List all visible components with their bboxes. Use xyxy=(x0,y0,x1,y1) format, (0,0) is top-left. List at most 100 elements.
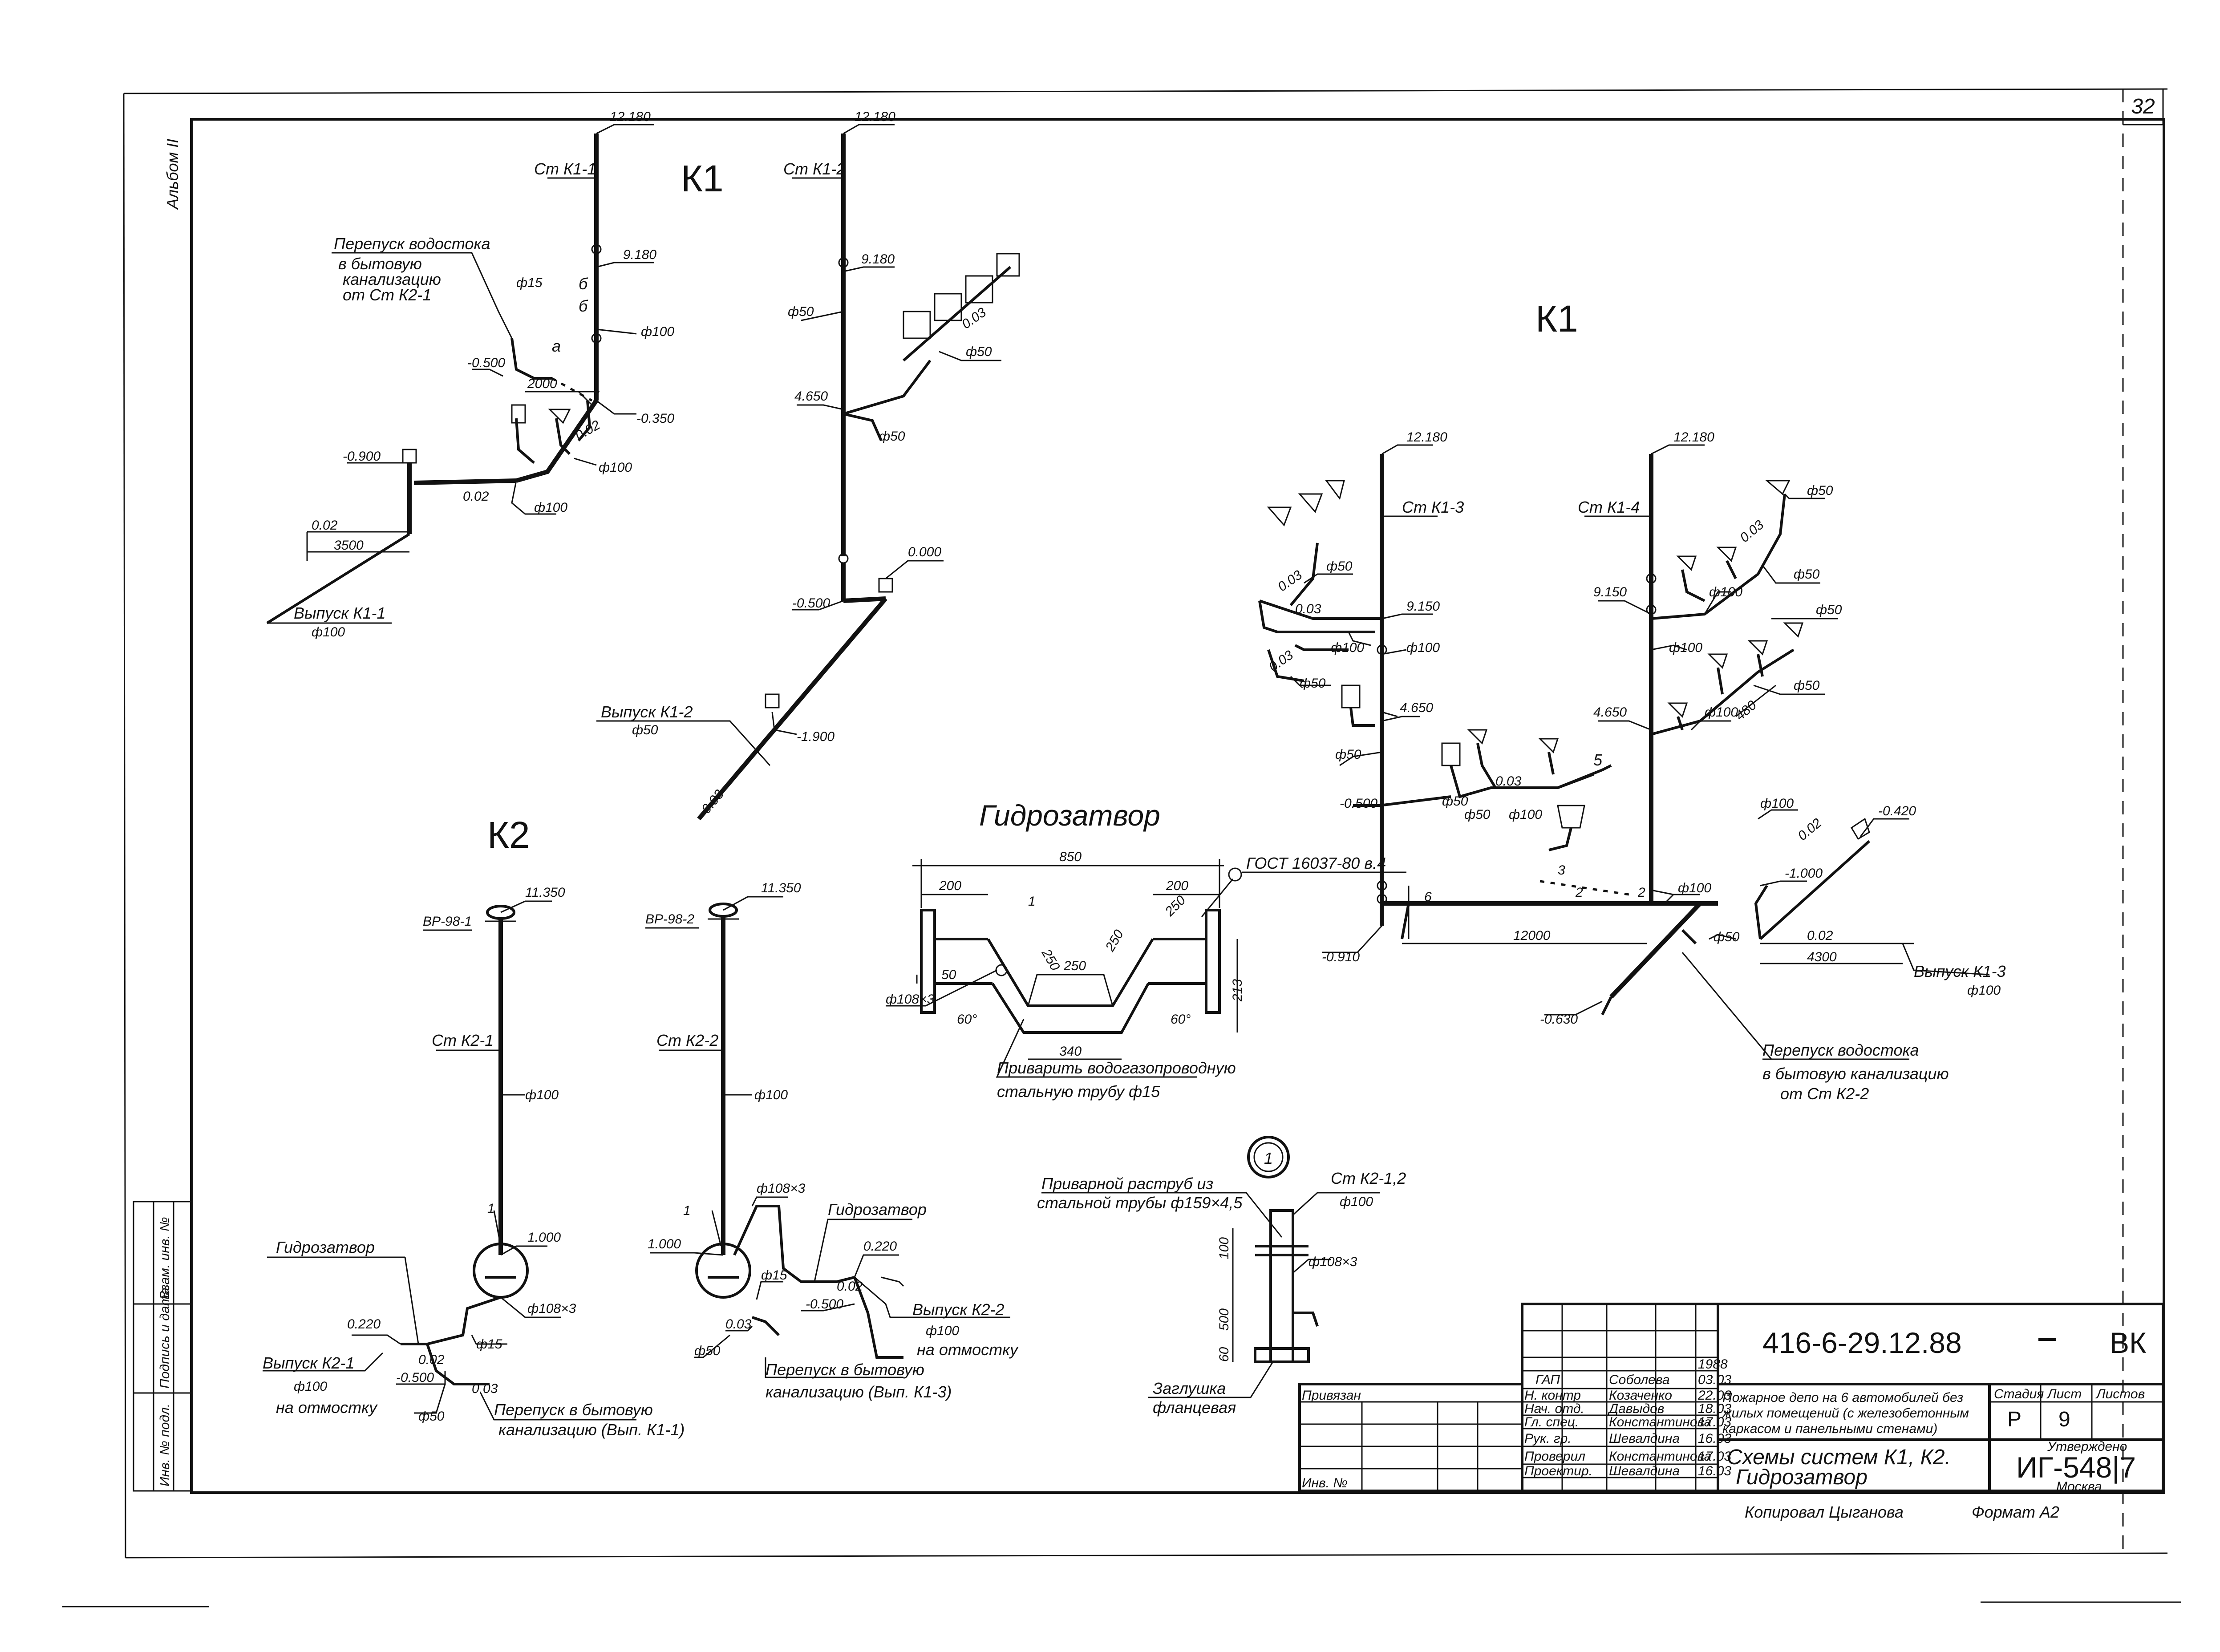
k2-1-funnel-label: ВР-98-1 xyxy=(423,914,472,929)
k1-1-riser-label: Ст К1-1 xyxy=(534,160,596,178)
k1-3-mark-5: 5 xyxy=(1593,751,1603,769)
k2-2-outlet-l3: на отмостку xyxy=(917,1340,1019,1359)
k1-1-d100: ф100 xyxy=(641,324,674,339)
k1-4-d50-10: ф50 xyxy=(1714,930,1740,944)
k2-1-riser-label: Ст К2-1 xyxy=(432,1031,494,1049)
hydroseal-dim-850: 850 xyxy=(1059,850,1082,864)
k1-3-d100-1: ф100 xyxy=(1331,640,1364,655)
tb-year: 1988 xyxy=(1698,1357,1728,1372)
k1-3-d50-2: ф50 xyxy=(1300,676,1326,691)
k2-2-bypass-l2: канализацию (Вып. К1-3) xyxy=(766,1383,952,1401)
detail-1-weld-l2: стальной трубы ф159×4,5 xyxy=(1037,1194,1243,1212)
k2-2-d50: ф50 xyxy=(694,1344,721,1358)
k1-4-bypass-l1: в бытовую канализацию xyxy=(1762,1065,1949,1083)
k2-1-outlet-l3: на отмостку xyxy=(276,1398,378,1417)
title-block: Привязан Инв. № 1988 ГАП Соболева 03.03 … xyxy=(1298,1303,2164,1521)
tb-role: Нач. отд. xyxy=(1524,1401,1584,1416)
k1-4-d100-7: ф100 xyxy=(1678,881,1711,895)
k1-4-bypass-title: Перепуск водостока xyxy=(1762,1041,1919,1059)
tb-inv-no: Инв. № xyxy=(1302,1476,1348,1490)
k2-2-d108x3: ф108×3 xyxy=(757,1181,806,1196)
k1-1-slope-002b: 0.02 xyxy=(463,489,489,504)
k1-3-riser-label: Ст К1-3 xyxy=(1402,498,1464,516)
k1-2-level-m0500: -0.500 xyxy=(792,596,830,611)
detail-1-plug-l2: фланцевая xyxy=(1153,1398,1236,1417)
k2-2-node-level: 1.000 xyxy=(648,1237,681,1251)
k2-2-level-m0500: -0.500 xyxy=(806,1297,843,1312)
k1-3-slope-003-1: 0.03 xyxy=(1275,567,1305,595)
k1-3-d50-4: ф50 xyxy=(1442,794,1468,809)
k2-1-slope-003: 0.03 xyxy=(472,1381,498,1396)
k1-4-d50-9: ф50 xyxy=(1794,678,1820,693)
hydroseal-gost: ГОСТ 16037-80 в.4 xyxy=(1246,854,1386,872)
tb-role-name: Константинова xyxy=(1609,1415,1711,1429)
k2-1-outlet-l2: ф100 xyxy=(294,1379,327,1394)
k1-2-d50: ф50 xyxy=(788,304,814,319)
tb-stage-label: Стадия xyxy=(1994,1387,2044,1401)
tb-org-label: Утверждено xyxy=(2047,1439,2127,1454)
k2-1-outlet-l1: Выпуск К2-1 xyxy=(263,1354,355,1372)
stamp-sign-date: Подпись и дата xyxy=(158,1288,172,1389)
k1-3-d50-1: ф50 xyxy=(1326,559,1353,574)
tb-sheets-label: Листов xyxy=(2095,1387,2145,1401)
k1-4-riser-label: Ст К1-4 xyxy=(1578,498,1640,516)
tb-stage: Р xyxy=(2007,1408,2021,1431)
k1-4-slope-002b: 0.02 xyxy=(1807,928,1833,943)
k2-1-funnel-level: 11.350 xyxy=(525,885,565,900)
k1-4-d50-7: ф50 xyxy=(1794,567,1820,582)
title-hydroseal: Гидрозатвор xyxy=(979,799,1160,832)
k1-1-bypass-d: ф15 xyxy=(516,275,543,290)
detail-1-dim-100: 100 xyxy=(1217,1237,1232,1259)
k1-1-slope-002a: 0.02 xyxy=(573,417,603,443)
tb-role: Рук. гр. xyxy=(1524,1431,1572,1446)
k2-1-level-m0500: -0.500 xyxy=(396,1370,434,1385)
k1-4-bypass-l2: от Ст К2-2 xyxy=(1780,1085,1869,1103)
k1-3-d100-3: ф100 xyxy=(1509,807,1542,822)
k1-3-outlet-d: ф100 xyxy=(1967,983,2001,998)
k1-2-d50-c: ф50 xyxy=(966,344,992,359)
hydroseal-d108-top: 250 xyxy=(1162,893,1189,919)
k1-4-level-m1000: -1.000 xyxy=(1785,866,1823,881)
k1-4-dim-4300: 4300 xyxy=(1807,950,1837,964)
tb-role: Н. контр xyxy=(1524,1388,1581,1403)
scheme-k1-2: 12.180 Ст К1-2 9.180 ф50 4.650 ф50 0.03 … xyxy=(596,109,1020,821)
k1-4-level-4650: 4.650 xyxy=(1593,705,1627,720)
tb-roles: ГАП Соболева 03.03 Н. контр Козаченко 22… xyxy=(1524,1373,1731,1478)
k1-3-d50-3: ф50 xyxy=(1335,747,1361,762)
k2-1-node: 1 xyxy=(487,1201,495,1216)
k2-2-outlet-l1: Выпуск К2-2 xyxy=(912,1300,1005,1319)
k1-2-riser-label: Ст К1-2 xyxy=(783,160,845,178)
k2-2-node: 1 xyxy=(683,1203,691,1218)
tb-role-date: 17.03 xyxy=(1698,1449,1731,1464)
k1-4-d100-5: ф100 xyxy=(1669,640,1702,655)
tb-desc-l1: Пожарное депо на 6 автомобилей без xyxy=(1722,1390,1963,1405)
tb-role-date: 18.03 xyxy=(1698,1401,1731,1416)
title-k1-right: К1 xyxy=(1535,298,1578,340)
k1-1-mid-level: 9.180 xyxy=(623,247,656,262)
k1-4-d100-4: ф100 xyxy=(1709,585,1742,599)
k1-1-top-level: 12.180 xyxy=(610,109,651,124)
tb-sheet: 9 xyxy=(2058,1408,2070,1431)
k1-3-d100-2: ф100 xyxy=(1406,640,1440,655)
k1-2-outlet-label: Выпуск К1-2 xyxy=(601,703,693,721)
k2-1-d15: ф15 xyxy=(476,1337,502,1352)
scheme-k1-1: 12.180 Ст К1-1 9.180 б б ф100 Перепуск в… xyxy=(266,109,674,640)
hydroseal-dim-213: 213 xyxy=(1230,979,1245,1002)
title-k1-left: К1 xyxy=(681,158,724,199)
k1-1-dim-3500: 3500 xyxy=(334,538,364,553)
tb-city: Москва xyxy=(2056,1479,2102,1494)
side-stamp: Инв. № подл. Подпись и дата Взам. инв. № xyxy=(133,1201,192,1492)
hydroseal-d108x3: ф108×3 xyxy=(886,992,935,1007)
hydroseal-angle-a: 60° xyxy=(957,1012,977,1027)
k1-3-slope-003-2: 0.03 xyxy=(1295,602,1321,616)
tb-role: Проверил xyxy=(1524,1449,1585,1464)
tb-role-date: 22.03 xyxy=(1697,1388,1731,1403)
k1-4-slope-002: 0.02 xyxy=(1795,815,1824,843)
k1-1-bypass-l2: канализацию xyxy=(343,270,441,288)
detail-1-d108x3: ф108×3 xyxy=(1309,1255,1357,1269)
k1-3-dim-12000: 12000 xyxy=(1513,928,1551,943)
k1-2-level-0000: 0.000 xyxy=(908,545,941,559)
tb-role: Проектир. xyxy=(1524,1464,1592,1478)
k2-1-bypass-l1: Перепуск в бытовую xyxy=(494,1401,653,1419)
